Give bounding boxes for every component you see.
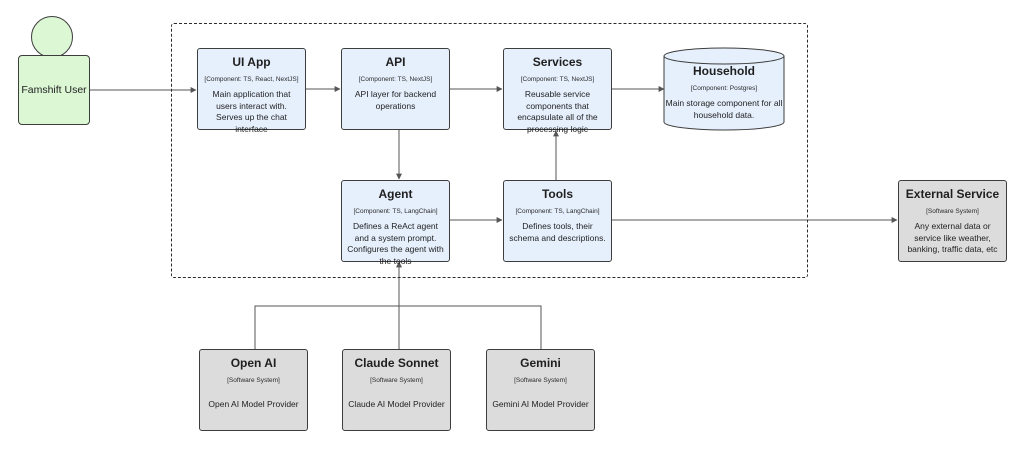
edge-gemini-agent — [399, 305, 542, 349]
node-desc: Main storage component for all household… — [665, 98, 783, 120]
person-head-icon — [31, 16, 73, 58]
api-node[interactable]: API [Component: TS, NextJS] API layer fo… — [341, 48, 450, 130]
node-title: Services — [532, 55, 583, 69]
node-tech: [Component: TS, NextJS] — [358, 76, 433, 83]
ui-app-node[interactable]: UI App [Component: TS, React, NextJS] Ma… — [197, 48, 306, 134]
node-desc: Defines tools, their schema and descript… — [509, 221, 606, 243]
system-boundary — [171, 23, 808, 278]
claude-sonnet-node[interactable]: Claude Sonnet [Software System] Claude A… — [342, 349, 451, 431]
node-title: Household — [693, 64, 755, 78]
node-title: Tools — [541, 187, 574, 201]
household-node[interactable]: Household [Component: Postgres] Main sto… — [664, 62, 784, 121]
external-service-node[interactable]: External Service [Software System] Any e… — [898, 180, 1007, 262]
node-title: External Service — [905, 187, 1000, 201]
node-tech: [Component: TS, LangChain] — [515, 208, 600, 215]
node-desc: Main application that users interact wit… — [212, 89, 291, 134]
node-tech: [Component: TS, LangChain] — [353, 208, 438, 215]
node-desc: Gemini AI Model Provider — [492, 399, 589, 409]
node-desc: Reusable service components that encapsu… — [517, 89, 598, 134]
famshift-user[interactable]: Famshift User — [18, 55, 90, 125]
node-desc: API layer for backend operations — [354, 89, 437, 111]
node-tech: [Software System] — [514, 377, 567, 384]
agent-node[interactable]: Agent [Component: TS, LangChain] Defines… — [341, 180, 450, 266]
node-tech: [Component: TS, NextJS] — [520, 76, 595, 83]
node-title: Gemini — [520, 356, 561, 370]
services-node[interactable]: Services [Component: TS, NextJS] Reusabl… — [503, 48, 612, 134]
node-title: Agent — [378, 187, 413, 201]
tools-node[interactable]: Tools [Component: TS, LangChain] Defines… — [503, 180, 612, 262]
openai-node[interactable]: Open AI [Software System] Open AI Model … — [199, 349, 308, 431]
household-cylinder[interactable] — [663, 47, 785, 131]
node-desc: Defines a ReAct agent and a system promp… — [347, 221, 444, 266]
node-tech: [Software System] — [370, 377, 423, 384]
node-title: Open AI — [230, 356, 277, 370]
edge-openai-agent — [254, 305, 399, 349]
node-tech: [Component: Postgres] — [690, 85, 758, 92]
node-title: UI App — [232, 55, 271, 69]
node-tech: [Software System] — [926, 208, 979, 215]
person-label: Famshift User — [21, 84, 87, 96]
gemini-node[interactable]: Gemini [Software System] Gemini AI Model… — [486, 349, 595, 431]
node-title: API — [385, 55, 406, 69]
node-tech: [Component: TS, React, NextJS] — [204, 76, 299, 83]
node-title: Claude Sonnet — [354, 356, 439, 370]
node-tech: [Software System] — [227, 377, 280, 384]
node-desc: Any external data or service like weathe… — [907, 221, 998, 254]
node-desc: Claude AI Model Provider — [348, 399, 445, 409]
node-desc: Open AI Model Provider — [208, 399, 299, 409]
